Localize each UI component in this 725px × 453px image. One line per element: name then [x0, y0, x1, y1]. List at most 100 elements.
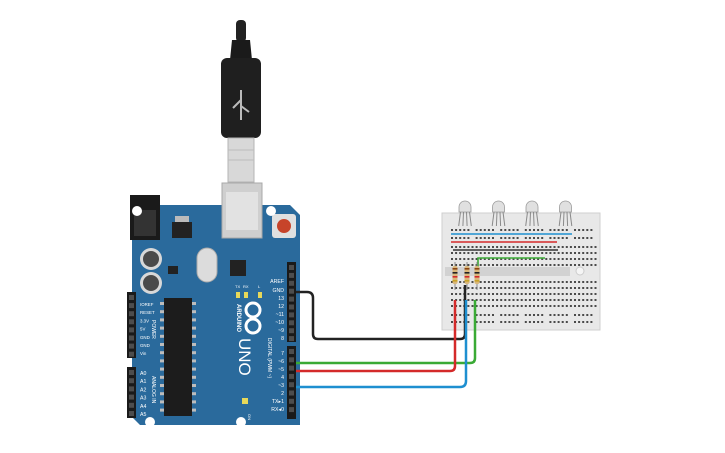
breadboard-hole[interactable] — [586, 293, 589, 295]
breadboard-hole[interactable] — [500, 229, 503, 231]
header-pin[interactable] — [289, 280, 294, 286]
breadboard-hole[interactable] — [520, 281, 523, 283]
breadboard-hole[interactable] — [586, 299, 589, 301]
breadboard-hole[interactable] — [455, 252, 458, 254]
breadboard-hole[interactable] — [459, 258, 462, 260]
breadboard-hole[interactable] — [459, 264, 462, 266]
breadboard-hole[interactable] — [504, 293, 507, 295]
breadboard-hole[interactable] — [524, 299, 527, 301]
breadboard-hole[interactable] — [594, 252, 597, 254]
breadboard-hole[interactable] — [553, 321, 556, 323]
breadboard-hole[interactable] — [520, 258, 523, 260]
breadboard-hole[interactable] — [594, 287, 597, 289]
header-pin[interactable] — [129, 335, 134, 341]
breadboard-hole[interactable] — [492, 264, 494, 266]
breadboard-hole[interactable] — [586, 264, 589, 266]
breadboard-hole[interactable] — [565, 264, 568, 266]
breadboard-hole[interactable] — [475, 314, 478, 316]
breadboard-hole[interactable] — [483, 293, 486, 295]
breadboard-hole[interactable] — [520, 252, 523, 254]
header-pin[interactable] — [129, 351, 134, 357]
breadboard-hole[interactable] — [504, 246, 507, 248]
breadboard-hole[interactable] — [537, 287, 540, 289]
breadboard-hole[interactable] — [524, 321, 527, 323]
breadboard-hole[interactable] — [561, 305, 564, 307]
header-pin[interactable] — [129, 311, 134, 317]
breadboard-hole[interactable] — [492, 293, 494, 295]
breadboard-hole[interactable] — [533, 237, 535, 239]
header-pin[interactable] — [289, 272, 294, 278]
breadboard-hole[interactable] — [586, 237, 589, 239]
breadboard-hole[interactable] — [508, 258, 511, 260]
breadboard-hole[interactable] — [537, 252, 540, 254]
breadboard-hole[interactable] — [578, 264, 581, 266]
breadboard-hole[interactable] — [483, 281, 486, 283]
breadboard-hole[interactable] — [492, 237, 494, 239]
breadboard-hole[interactable] — [574, 252, 576, 254]
breadboard-hole[interactable] — [471, 293, 474, 295]
breadboard-hole[interactable] — [467, 293, 470, 295]
breadboard-hole[interactable] — [574, 229, 576, 231]
breadboard-hole[interactable] — [537, 281, 540, 283]
breadboard-hole[interactable] — [561, 237, 564, 239]
breadboard-hole[interactable] — [549, 299, 552, 301]
breadboard-hole[interactable] — [504, 264, 507, 266]
breadboard-hole[interactable] — [578, 299, 581, 301]
breadboard-hole[interactable] — [557, 281, 560, 283]
breadboard-hole[interactable] — [451, 293, 453, 295]
breadboard-hole[interactable] — [524, 281, 527, 283]
breadboard-hole[interactable] — [500, 252, 503, 254]
breadboard-hole[interactable] — [565, 252, 568, 254]
wire-gnd-black[interactable] — [296, 285, 467, 341]
breadboard-hole[interactable] — [500, 293, 503, 295]
header-pin[interactable] — [289, 304, 294, 310]
header-pin[interactable] — [129, 394, 134, 400]
breadboard-hole[interactable] — [463, 246, 466, 248]
breadboard-hole[interactable] — [496, 264, 499, 266]
breadboard-hole[interactable] — [451, 321, 453, 323]
header-pin[interactable] — [289, 373, 294, 379]
breadboard-hole[interactable] — [516, 237, 519, 239]
header-pin[interactable] — [129, 378, 134, 384]
breadboard-hole[interactable] — [528, 314, 531, 316]
breadboard-hole[interactable] — [520, 293, 523, 295]
rgb-led[interactable] — [458, 200, 472, 227]
resistor[interactable] — [474, 262, 480, 290]
breadboard-hole[interactable] — [582, 252, 585, 254]
breadboard-hole[interactable] — [553, 264, 556, 266]
header-pin[interactable] — [289, 357, 294, 363]
breadboard-hole[interactable] — [553, 252, 556, 254]
breadboard-hole[interactable] — [483, 287, 486, 289]
arduino-board[interactable]: TX RX L ON ARDUINO UNO AREFGND1312~11~10… — [127, 182, 300, 427]
breadboard-hole[interactable] — [533, 281, 535, 283]
breadboard-hole[interactable] — [557, 264, 560, 266]
header-pin[interactable] — [289, 349, 294, 354]
breadboard-hole[interactable] — [565, 246, 568, 248]
breadboard-hole[interactable] — [508, 321, 511, 323]
breadboard-hole[interactable] — [516, 299, 519, 301]
breadboard-hole[interactable] — [504, 229, 507, 231]
breadboard-hole[interactable] — [590, 321, 593, 323]
breadboard-hole[interactable] — [574, 287, 576, 289]
breadboard-hole[interactable] — [541, 305, 544, 307]
breadboard-hole[interactable] — [512, 252, 515, 254]
breadboard-hole[interactable] — [520, 299, 523, 301]
breadboard-hole[interactable] — [545, 252, 548, 254]
breadboard-hole[interactable] — [451, 252, 453, 254]
header-pin[interactable] — [129, 295, 134, 300]
breadboard-hole[interactable] — [565, 293, 568, 295]
breadboard-hole[interactable] — [569, 258, 572, 260]
header-pin[interactable] — [289, 312, 294, 318]
breadboard-hole[interactable] — [487, 258, 490, 260]
breadboard-hole[interactable] — [557, 321, 560, 323]
breadboard-hole[interactable] — [496, 287, 499, 289]
breadboard-hole[interactable] — [578, 246, 581, 248]
usb-cable[interactable] — [221, 20, 261, 183]
breadboard-hole[interactable] — [479, 246, 482, 248]
breadboard-hole[interactable] — [590, 258, 593, 260]
breadboard-hole[interactable] — [483, 264, 486, 266]
breadboard-hole[interactable] — [524, 305, 527, 307]
breadboard-hole[interactable] — [569, 264, 572, 266]
breadboard-hole[interactable] — [524, 293, 527, 295]
breadboard-hole[interactable] — [582, 237, 585, 239]
